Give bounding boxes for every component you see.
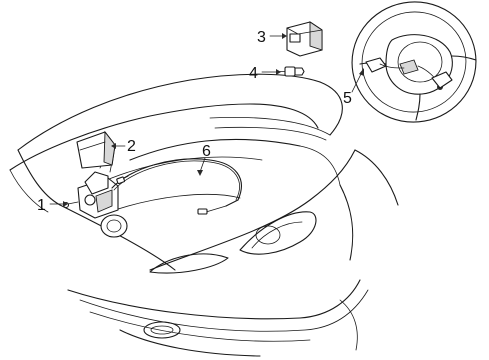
actuator-cover: [76, 130, 116, 169]
cruise-computer: [286, 21, 323, 57]
callout-2: 2: [127, 138, 136, 155]
steering-wheel: [351, 1, 477, 123]
car-body-outline: [9, 73, 399, 357]
callout-1: 1: [37, 197, 46, 214]
leader-lines: [49, 33, 364, 207]
cruise-actuator: [62, 159, 119, 219]
callout-6: 6: [202, 143, 211, 160]
stop-lamp-switch: [279, 66, 305, 77]
callout-5: 5: [343, 90, 352, 107]
callout-4: 4: [249, 65, 258, 82]
throttle-cable: [111, 158, 242, 215]
callout-3: 3: [257, 29, 266, 46]
